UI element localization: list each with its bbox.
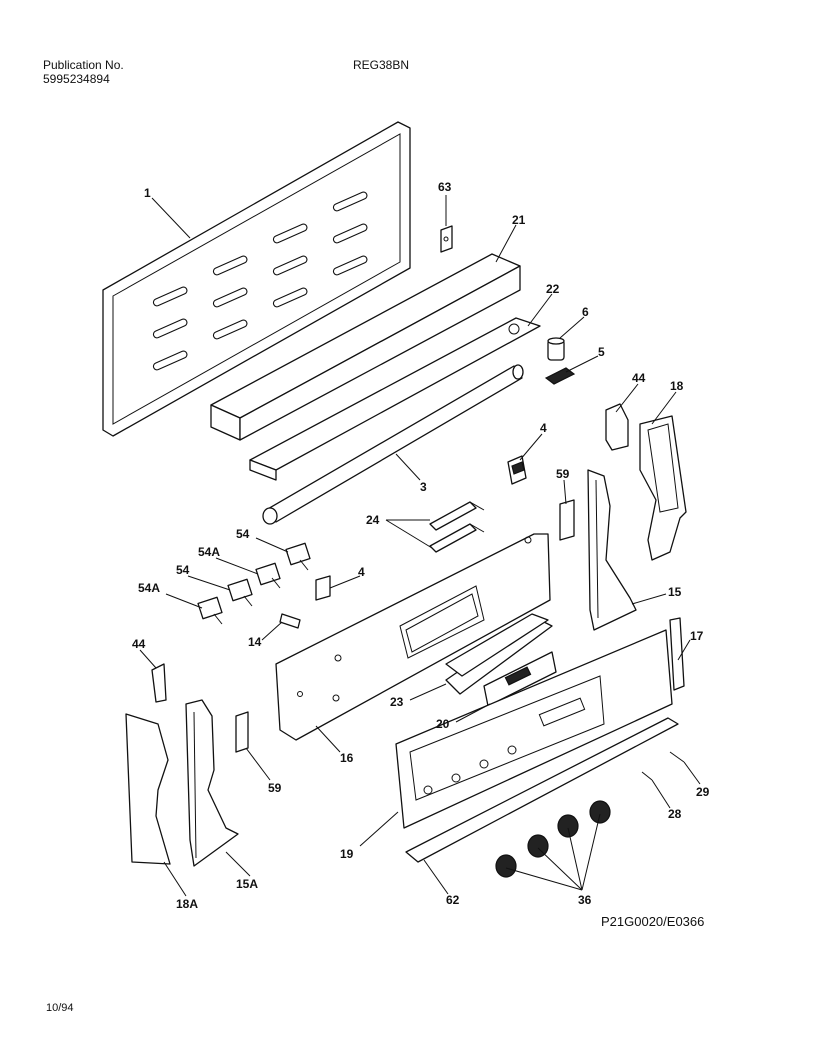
publication-number: 5995234894 [43, 72, 110, 86]
callout-23: 23 [390, 695, 404, 709]
part-17-trim-strip [669, 617, 685, 691]
callout-19: 19 [340, 847, 354, 861]
callout-15: 15 [668, 585, 682, 599]
part-29-screw [669, 751, 685, 763]
callout-22: 22 [546, 282, 560, 296]
part-14-orifice [279, 613, 301, 629]
part-22-light-bracket [249, 317, 541, 481]
part-20-clock [483, 651, 557, 707]
part-15-side-bracket [587, 469, 637, 631]
callout-4-lower: 4 [358, 565, 365, 579]
part-18A-side-bracket [125, 713, 171, 865]
callout-36: 36 [578, 893, 592, 907]
part-62-bottom-trim [405, 717, 679, 863]
part-54-valve-a [285, 542, 311, 571]
callout-18A: 18A [176, 897, 198, 911]
callout-6: 6 [582, 305, 589, 319]
part-21-channel [210, 253, 521, 441]
part-4-bracket-lower [315, 575, 331, 601]
callout-5: 5 [598, 345, 605, 359]
callout-54-a: 54 [236, 527, 250, 541]
part-59-plate-lower [235, 711, 249, 753]
part-1-back-panel [102, 121, 411, 437]
part-6-lamp-socket [547, 337, 565, 361]
publication-block: Publication No. 5995234894 [43, 58, 124, 86]
part-3-fluorescent-tube [262, 364, 524, 525]
callout-44-lower: 44 [132, 637, 146, 651]
part-36-knobs [495, 800, 611, 878]
model-number: REG38BN [353, 58, 410, 72]
part-54-valve-b [227, 578, 253, 607]
callout-15A: 15A [236, 877, 258, 891]
part-44-bracket-lower [151, 663, 167, 703]
part-63-bracket [440, 225, 453, 253]
leader-lines [139, 195, 701, 897]
part-16-control-panel [275, 533, 551, 741]
part-54A-valve-a [255, 562, 281, 589]
callout-labels: 1 63 21 22 6 5 3 44 18 4 59 24 54 54A 54… [132, 180, 710, 911]
callout-3: 3 [420, 480, 427, 494]
publication-label: Publication No. [43, 58, 124, 72]
back-panel-vent-slots [152, 191, 368, 371]
callout-59-lower: 59 [268, 781, 282, 795]
callout-1: 1 [144, 186, 151, 200]
callout-21: 21 [512, 213, 526, 227]
part-28-screw [641, 771, 653, 781]
callout-20: 20 [436, 717, 450, 731]
callout-54A-a: 54A [198, 545, 220, 559]
part-19-front-panel [395, 629, 673, 829]
callout-29: 29 [696, 785, 710, 799]
callout-62: 62 [446, 893, 460, 907]
callout-18: 18 [670, 379, 684, 393]
callout-4-upper: 4 [540, 421, 547, 435]
part-59-plate-upper [559, 499, 575, 541]
callout-59-upper: 59 [556, 467, 570, 481]
part-54A-valve-b [197, 596, 223, 625]
part-18-side-bracket [639, 415, 687, 561]
callout-54A-b: 54A [138, 581, 160, 595]
diagram-code: P21G0020/E0366 [601, 914, 705, 929]
callout-17: 17 [690, 629, 704, 643]
callout-63: 63 [438, 180, 452, 194]
part-44-bracket-upper [605, 403, 629, 451]
part-4-bracket-upper [507, 455, 527, 485]
part-15A-side-bracket [185, 699, 239, 867]
callout-28: 28 [668, 807, 682, 821]
callout-54-b: 54 [176, 563, 190, 577]
callout-16: 16 [340, 751, 354, 765]
publication-date: 10/94 [46, 1002, 74, 1014]
callout-14: 14 [248, 635, 262, 649]
callout-44-upper: 44 [632, 371, 646, 385]
callout-24: 24 [366, 513, 380, 527]
part-24-brackets [429, 501, 485, 553]
part-23-clock-bracket [445, 613, 553, 695]
